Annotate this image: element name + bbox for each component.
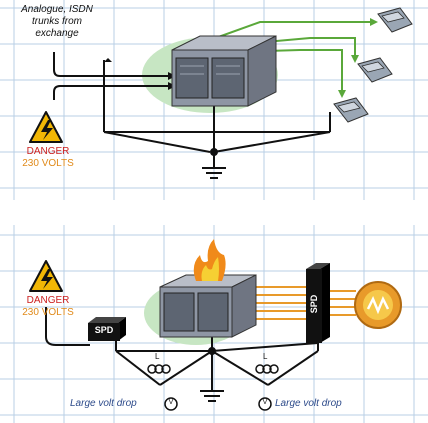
spd-right-label: SPD: [309, 294, 319, 314]
voltage-label: 230 VOLTS: [22, 158, 74, 169]
volt-drop-label-right: Large volt drop: [275, 398, 342, 409]
inductor-label-left: L: [155, 352, 160, 361]
bottom-diagram-panel: DANGER 230 VOLTS SPD SPD L L V V Large v…: [0, 225, 428, 423]
voltage-label: 230 VOLTS: [22, 307, 74, 318]
telephone-handset-icon: [377, 7, 413, 33]
power-wiring: [45, 307, 319, 386]
surge-current-lines: [250, 286, 356, 320]
top-diagram-canvas: [0, 0, 428, 200]
inductor-label-right: L: [263, 352, 268, 361]
voltmeter-icon: [258, 397, 272, 411]
trunks-label-line2: trunks from: [31, 16, 82, 27]
spd-left-label: SPD: [94, 325, 114, 335]
earth-ground-symbol: [202, 148, 226, 179]
voltmeter-label-right: V: [262, 399, 268, 406]
earth-ground-symbol: [200, 347, 224, 402]
trunks-label: Analogue, ISDN trunks from exchange: [12, 4, 102, 40]
telephone-handset-icon: [357, 57, 393, 83]
pbx-cabinet: [171, 35, 277, 107]
danger-label: DANGER: [26, 146, 70, 157]
fire-icon: [193, 239, 226, 281]
voltmeter-icon: [164, 397, 178, 411]
voltmeter-label-left: V: [168, 399, 174, 406]
spd-tower-right: [306, 263, 330, 343]
inductor-coil: [147, 364, 171, 374]
telephone-handset-icon: [333, 97, 369, 123]
pbx-cabinet: [159, 274, 257, 338]
inductor-coil: [255, 364, 279, 374]
high-voltage-warning-icon: [29, 260, 63, 292]
trunks-label-line3: exchange: [35, 28, 79, 39]
signal-arrows: [338, 18, 378, 98]
trunks-label-line1: Analogue, ISDN: [21, 4, 93, 15]
surge-equipment-icon: [354, 281, 402, 329]
danger-label: DANGER: [26, 295, 70, 306]
spd-box-left: [88, 317, 126, 341]
high-voltage-warning-icon: [29, 111, 63, 143]
bottom-diagram-canvas: [0, 225, 428, 423]
top-diagram-panel: Analogue, ISDN trunks from exchange DANG…: [0, 0, 428, 200]
volt-drop-label-left: Large volt drop: [70, 398, 137, 409]
